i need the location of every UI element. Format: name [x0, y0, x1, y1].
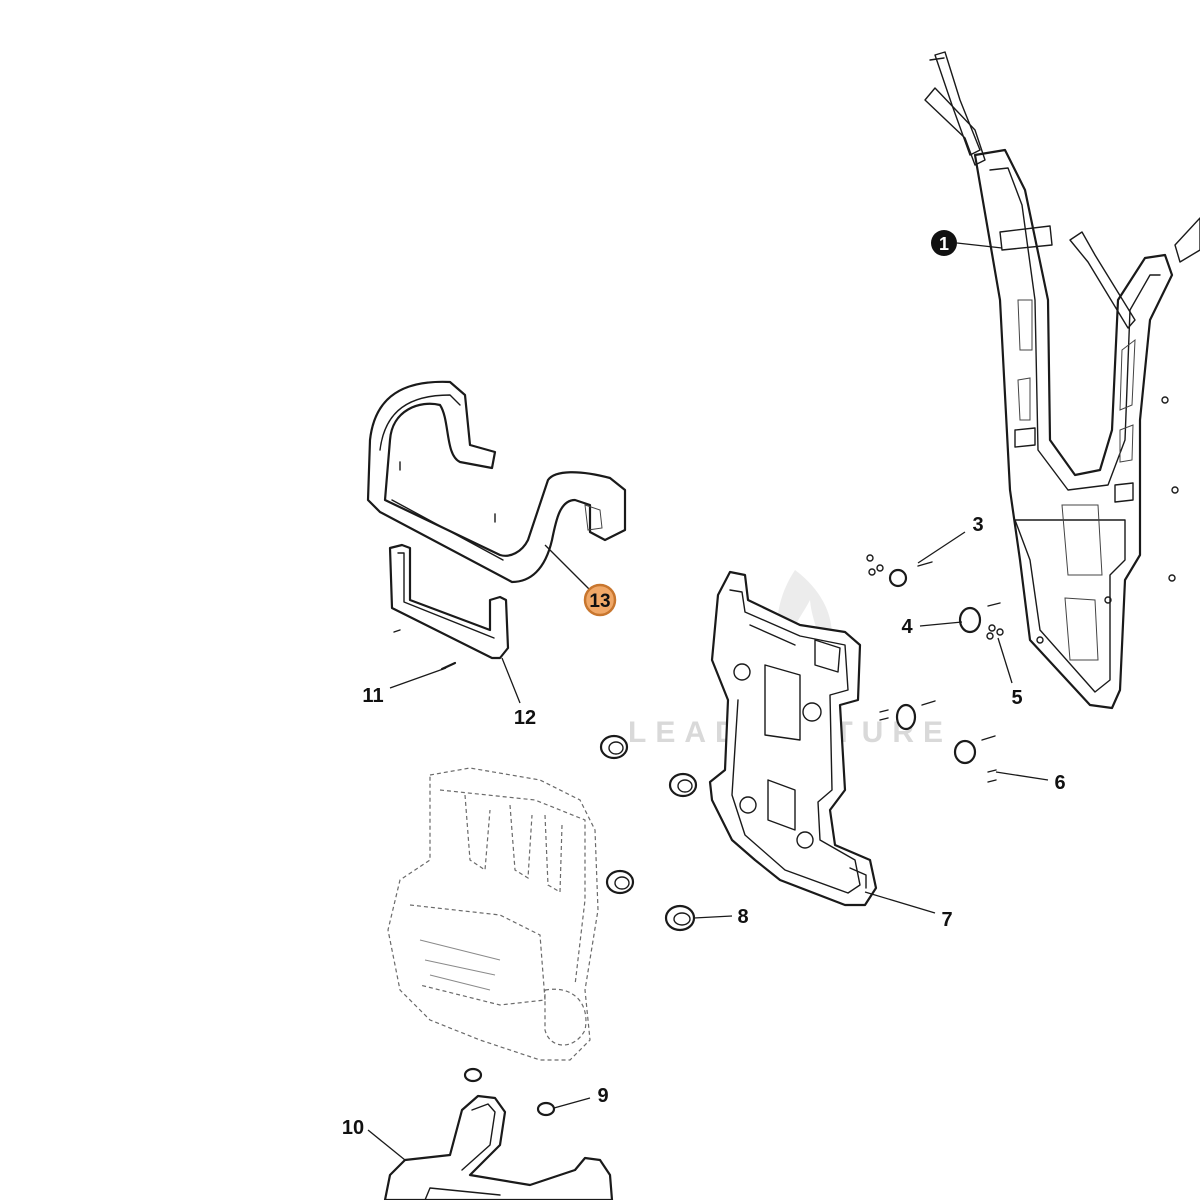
grommet [605, 869, 635, 895]
callout-1[interactable]: 1 [931, 230, 957, 256]
screw-5 [988, 624, 996, 632]
callout-10[interactable]: 10 [342, 1117, 364, 1139]
callout-9[interactable]: 9 [597, 1085, 608, 1107]
callout-4[interactable]: 4 [901, 616, 913, 638]
fasteners [866, 554, 1004, 783]
svg-text:1: 1 [939, 234, 949, 254]
grommets-8 [599, 734, 698, 932]
backpack-frame [924, 51, 1200, 710]
callout-11[interactable]: 11 [362, 685, 383, 707]
callout-12[interactable]: 12 [514, 707, 536, 729]
grommet [599, 734, 629, 760]
callout-5[interactable]: 5 [1011, 687, 1022, 709]
svg-text:13: 13 [589, 591, 610, 612]
callout-6[interactable]: 6 [1054, 772, 1065, 794]
screw-6 [987, 769, 997, 773]
washer-4 [958, 606, 982, 634]
base-10 [383, 1094, 614, 1200]
engine-phantom [387, 767, 599, 1061]
callout-13[interactable]: 13 [583, 583, 617, 617]
back-plate-7 [708, 570, 878, 907]
grommet [664, 904, 696, 932]
callout-3[interactable]: 3 [972, 514, 983, 536]
handle-12 [388, 543, 510, 660]
screw-3 [917, 561, 933, 567]
callout-8[interactable]: 8 [737, 906, 748, 928]
callout-7[interactable]: 7 [941, 909, 952, 931]
handle-13 [366, 380, 627, 584]
grommet [668, 772, 698, 798]
washer-3 [888, 568, 908, 588]
leader-lines [367, 242, 1049, 1161]
feet-9 [463, 1067, 556, 1117]
